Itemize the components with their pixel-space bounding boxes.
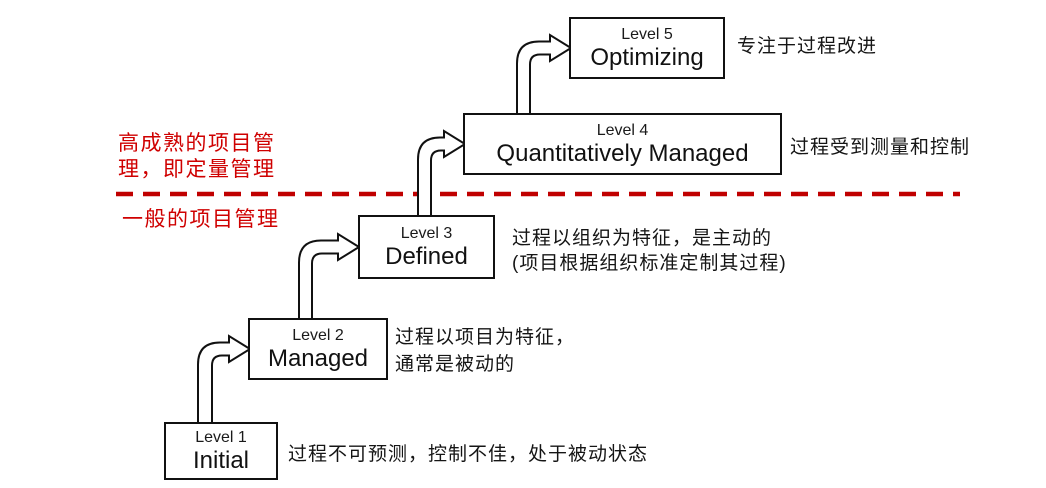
level-5-box: Level 5 Optimizing: [569, 17, 725, 79]
arrow-level4-to-level5-icon: [516, 33, 573, 116]
level-2-note: 过程以项目为特征， 通常是被动的: [395, 324, 575, 378]
level-4-box: Level 4 Quantitatively Managed: [463, 113, 782, 175]
level-3-note-line: (项目根据组织标准定制其过程): [512, 253, 787, 274]
level-4-tag: Level 4: [596, 122, 649, 139]
level-5-note-line: 专注于过程改进: [737, 36, 878, 57]
level-2-note-line: 过程以项目为特征，: [395, 327, 576, 348]
level-1-name: Initial: [192, 447, 250, 474]
arrow-level2-to-level3-icon: [298, 232, 361, 321]
level-1-tag: Level 1: [195, 429, 247, 446]
level-2-note-line: 通常是被动的: [395, 354, 516, 375]
level-4-note: 过程受到测量和控制: [790, 135, 970, 161]
level-2-name: Managed: [267, 345, 369, 372]
level-1-box: Level 1 Initial: [164, 422, 278, 480]
level-2-box: Level 2 Managed: [248, 318, 388, 380]
high-maturity-zone-label-line: 高成熟的项目管: [118, 132, 276, 155]
level-5-tag: Level 5: [621, 26, 673, 43]
level-1-note: 过程不可预测，控制不佳，处于被动状态: [288, 442, 648, 468]
level-3-note: 过程以组织为特征，是主动的 (项目根据组织标准定制其过程): [512, 226, 787, 276]
level-4-note-line: 过程受到测量和控制: [790, 137, 971, 158]
arrow-level3-to-level4-icon: [417, 129, 467, 218]
arrow-level1-to-level2-icon: [197, 334, 252, 425]
general-management-zone-label: 一般的项目管理: [122, 208, 280, 231]
level-2-tag: Level 2: [292, 327, 344, 344]
level-3-tag: Level 3: [400, 225, 453, 242]
level-3-note-line: 过程以组织为特征，是主动的: [512, 228, 773, 249]
high-maturity-zone-label: 高成熟的项目管 理，即定量管理: [118, 131, 276, 183]
level-4-name: Quantitatively Managed: [496, 140, 749, 167]
level-5-note: 专注于过程改进: [737, 34, 877, 60]
high-maturity-zone-label-line: 理，即定量管理: [118, 158, 276, 181]
level-1-note-line: 过程不可预测，控制不佳，处于被动状态: [288, 444, 649, 465]
level-3-box: Level 3 Defined: [358, 215, 495, 279]
level-5-name: Optimizing: [590, 44, 704, 71]
level-3-name: Defined: [385, 243, 468, 270]
